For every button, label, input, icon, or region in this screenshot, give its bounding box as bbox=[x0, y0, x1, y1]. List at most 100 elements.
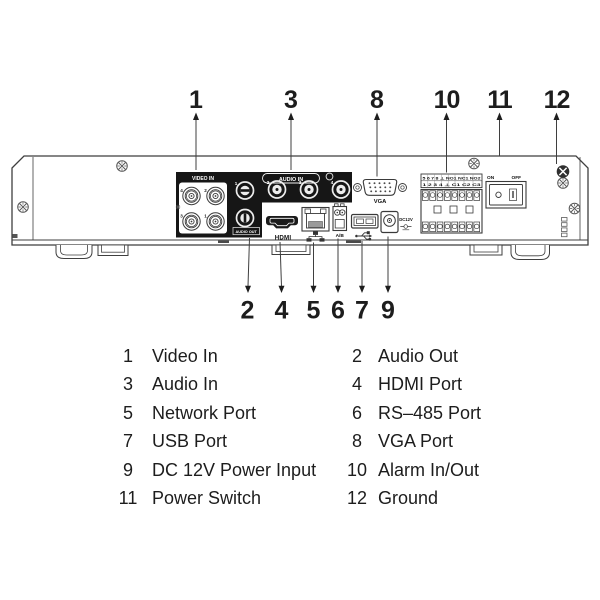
audio-in-label: AUDIO IN bbox=[279, 177, 303, 183]
chassis-feet bbox=[55, 244, 550, 260]
legend-table: 1 Video In 2 Audio Out 3 Audio In 4 HDMI… bbox=[112, 342, 534, 512]
svg-text:4: 4 bbox=[275, 297, 289, 325]
rca-label: 3 bbox=[299, 180, 302, 185]
callout-2: 2 bbox=[241, 237, 255, 325]
legend-num: 2 bbox=[351, 346, 362, 366]
svg-text:12: 12 bbox=[544, 86, 570, 114]
arrowhead-icon bbox=[310, 285, 317, 293]
alarm-row1-label: 5 6 7 8 ⊥ NO1 NC1 NO2 bbox=[423, 176, 481, 180]
legend-label: HDMI Port bbox=[378, 374, 463, 395]
rs485-port: A/B bbox=[332, 203, 348, 239]
svg-text:10: 10 bbox=[434, 86, 460, 114]
legend-num: 1 bbox=[122, 346, 133, 366]
callout-7: 7 bbox=[355, 241, 369, 325]
hdmi-port: HDMI bbox=[265, 216, 298, 242]
callout-5: 5 bbox=[307, 242, 321, 325]
rca-label: 4 bbox=[331, 180, 334, 185]
callout-12: 12 bbox=[544, 86, 570, 164]
legend-num: 8 bbox=[351, 431, 362, 452]
bnc-label: 1 bbox=[204, 214, 207, 219]
callouts-top: 1 3 8 10 11 12 bbox=[189, 86, 570, 177]
legend-label: Network Port bbox=[152, 402, 257, 423]
screw-icon bbox=[116, 160, 128, 172]
legend-num: 6 bbox=[351, 402, 362, 423]
legend-num: 11 bbox=[118, 488, 138, 509]
bnc-connectors bbox=[182, 186, 225, 231]
dc-plug-icon bbox=[400, 224, 412, 231]
legend-label: USB Port bbox=[152, 431, 228, 452]
vga-port: VGA bbox=[353, 178, 407, 205]
svg-text:1: 1 bbox=[189, 86, 203, 114]
arrowhead-icon bbox=[193, 112, 199, 120]
usb-port bbox=[350, 213, 379, 241]
vga-pins bbox=[368, 182, 392, 193]
callout-8: 8 bbox=[370, 86, 384, 177]
dc12v-label: DC12V bbox=[399, 217, 413, 222]
rs485-label: A/B bbox=[336, 233, 345, 239]
callout-11: 11 bbox=[487, 86, 514, 156]
network-port bbox=[301, 206, 330, 242]
legend-label: VGA Port bbox=[378, 431, 454, 452]
callout-4: 4 bbox=[275, 241, 289, 325]
vent-grille bbox=[561, 217, 568, 238]
corner-notch bbox=[12, 234, 18, 238]
arrowhead-icon bbox=[553, 112, 560, 120]
audio-panel: AUDIO IN 1 2 3 4 AUDIO OUT bbox=[230, 172, 352, 238]
screw-icon bbox=[568, 202, 581, 215]
callout-1: 1 bbox=[189, 86, 203, 170]
legend-num: 9 bbox=[122, 459, 133, 480]
legend-num: 3 bbox=[122, 374, 133, 395]
legend-label: Audio Out bbox=[378, 346, 459, 366]
svg-text:11: 11 bbox=[487, 86, 513, 114]
callout-3: 3 bbox=[284, 86, 298, 170]
video-in-panel: VIDEO IN 4 2 3 1 bbox=[175, 172, 230, 238]
callout-9: 9 bbox=[381, 236, 395, 325]
bnc-label: 2 bbox=[204, 188, 207, 193]
vga-label: VGA bbox=[374, 199, 387, 205]
svg-text:9: 9 bbox=[381, 297, 395, 325]
alarm-terminals bbox=[422, 190, 481, 232]
usb-icon bbox=[355, 231, 373, 241]
svg-text:6: 6 bbox=[331, 297, 345, 325]
switch-off-label: OFF bbox=[512, 175, 522, 181]
video-in-label: VIDEO IN bbox=[192, 176, 214, 182]
decor-star-icon bbox=[175, 204, 181, 210]
key-notch bbox=[325, 172, 334, 181]
arrowhead-icon bbox=[278, 285, 285, 293]
legend-num: 5 bbox=[122, 402, 133, 423]
network-icon bbox=[306, 231, 325, 242]
legend-label: Video In bbox=[152, 346, 218, 366]
switch-on-label: ON bbox=[487, 175, 495, 181]
legend-num: 12 bbox=[346, 488, 368, 509]
svg-text:7: 7 bbox=[355, 297, 369, 325]
legend-label: Audio In bbox=[152, 374, 219, 395]
screw-icon bbox=[468, 157, 480, 170]
vent-slot bbox=[346, 240, 361, 243]
arrowhead-icon bbox=[385, 285, 391, 293]
legend-label: Alarm In/Out bbox=[378, 459, 480, 480]
rca-jacks bbox=[235, 180, 351, 228]
arrowhead-icon bbox=[443, 112, 450, 120]
audio-out-label: AUDIO OUT bbox=[236, 230, 258, 234]
svg-text:8: 8 bbox=[370, 86, 384, 114]
rca-label: 2 bbox=[267, 180, 270, 185]
arrowhead-icon bbox=[288, 112, 294, 120]
legend-label: RS–485 Port bbox=[378, 402, 482, 423]
svg-text:3: 3 bbox=[284, 86, 298, 114]
hdmi-label: HDMI bbox=[275, 235, 292, 242]
alarm-block: 5 6 7 8 ⊥ NO1 NC1 NO2 1 2 3 4 ⊥ C1 C2 C3 bbox=[420, 173, 483, 234]
power-switch[interactable]: ON OFF bbox=[485, 175, 527, 209]
legend-num: 7 bbox=[122, 431, 133, 452]
arrowhead-icon bbox=[335, 285, 341, 293]
screw-icon bbox=[17, 201, 29, 213]
arrowhead-icon bbox=[359, 285, 365, 293]
bnc-label: 3 bbox=[180, 214, 183, 219]
bnc-label: 4 bbox=[180, 188, 183, 193]
rca-label: 1 bbox=[235, 181, 238, 186]
legend-label: DC 12V Power Input bbox=[152, 459, 317, 480]
ground-screw-icon bbox=[556, 165, 570, 189]
svg-text:2: 2 bbox=[241, 297, 255, 325]
callout-10: 10 bbox=[434, 86, 460, 173]
legend-num: 4 bbox=[351, 374, 362, 395]
legend-label: Ground bbox=[378, 488, 439, 509]
